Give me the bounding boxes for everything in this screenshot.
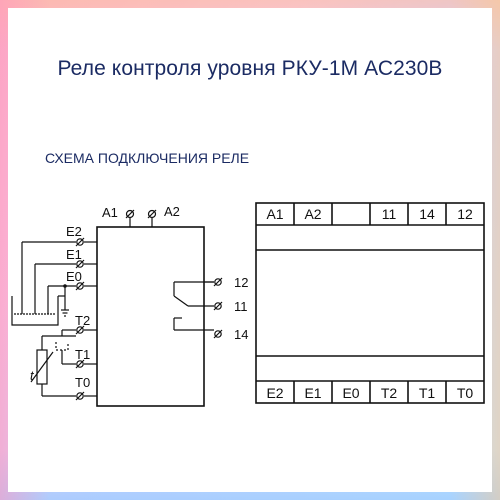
terminal-label-14: 14: [234, 327, 248, 342]
block-top-cell-4: 11: [382, 206, 397, 222]
block-bottom-cell-4: T2: [381, 385, 398, 401]
terminal-label-a2: A2: [164, 204, 180, 219]
terminal-label-e2: E2: [66, 224, 82, 239]
terminal-a1: [125, 209, 135, 227]
thermistor-symbol: t: [30, 368, 35, 383]
terminal-label-t2: T2: [75, 313, 90, 328]
block-bottom-cell-5: T1: [419, 385, 436, 401]
terminal-label-t0: T0: [75, 375, 90, 390]
block-top-cell-5: 14: [419, 206, 435, 222]
terminal-a2: [147, 209, 157, 227]
input-terminals: [75, 237, 97, 401]
relay-contacts: [173, 281, 214, 331]
terminal-label-e1: E1: [66, 247, 82, 262]
liquid-tank: [11, 241, 76, 326]
relay-schematic: A1 A2 E2 E1 E0 T2 T1 T0: [11, 204, 248, 407]
block-bottom-cell-3: E0: [342, 385, 359, 401]
page-title: Реле контроля уровня РКУ-1М АС230В: [57, 57, 443, 80]
terminal-label-e0: E0: [66, 269, 82, 284]
block-bottom-cell-6: T0: [457, 385, 474, 401]
output-terminals: [213, 277, 223, 339]
diagram-subtitle: СХЕМА ПОДКЛЮЧЕНИЯ РЕЛЕ: [45, 150, 250, 166]
terminal-label-11: 11: [234, 299, 248, 314]
block-top-cell-1: A1: [266, 206, 283, 222]
relay-body: [96, 226, 205, 407]
thermistor-sensor: t: [30, 329, 76, 397]
block-bottom-cell-1: E2: [266, 385, 283, 401]
terminal-label-12: 12: [234, 275, 248, 290]
block-bottom-cell-2: E1: [304, 385, 321, 401]
terminal-label-a1: A1: [102, 205, 118, 220]
block-top-cell-2: A2: [304, 206, 321, 222]
block-top-cell-6: 12: [457, 206, 473, 222]
terminal-label-t1: T1: [75, 347, 90, 362]
terminal-block: A1 A2 11 14 12 E2 E1 E0 T2 T1 T0: [255, 202, 485, 404]
